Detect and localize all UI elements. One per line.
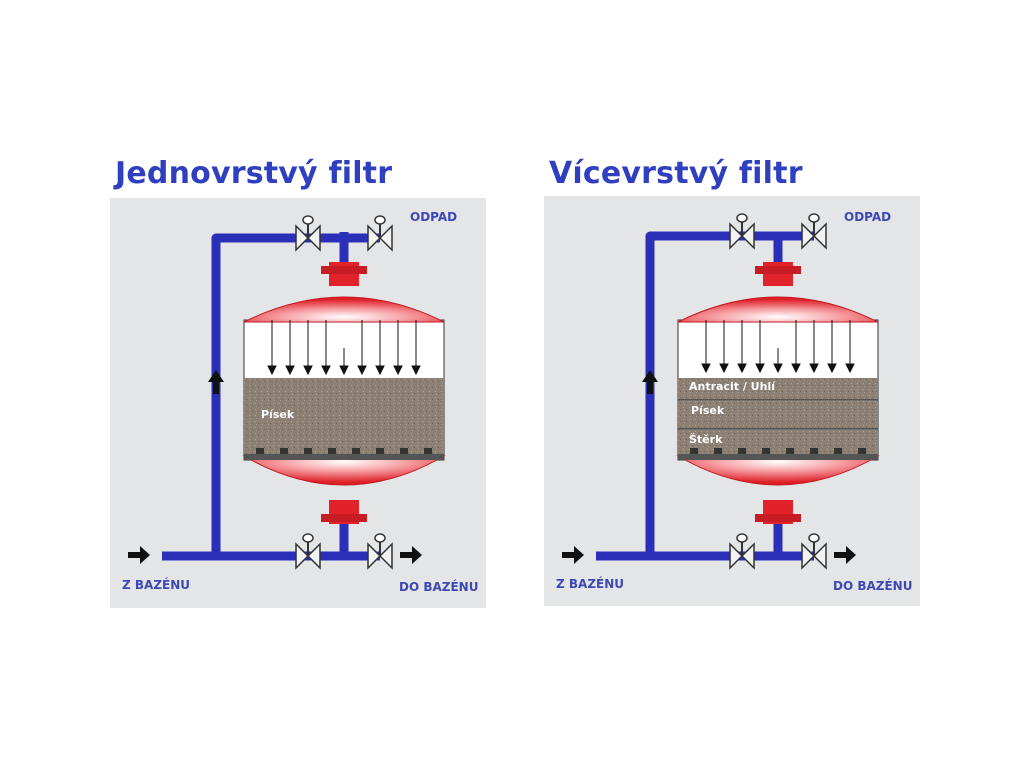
- tank-top-dome: [677, 296, 879, 323]
- sand-layer: [244, 378, 444, 454]
- inflow-arrow-icon: [562, 546, 584, 564]
- anthracite-label: Antracit / Uhlí: [689, 380, 775, 393]
- outflow-arrow-icon: [834, 546, 856, 564]
- do-bazenu-label: DO BAZÉNU: [399, 580, 479, 594]
- tank-top-dome: [243, 296, 445, 323]
- sand-layer: [678, 401, 878, 429]
- up-flow-arrow-icon: [642, 370, 658, 394]
- odpad-label: ODPAD: [844, 210, 892, 224]
- odpad-label: ODPAD: [410, 210, 458, 224]
- do-bazenu-label: DO BAZÉNU: [833, 579, 913, 593]
- single-layer-title: Jednovrstvý filtr: [115, 156, 393, 191]
- gravel-layer: [678, 430, 878, 454]
- tank-bottom-dome: [242, 455, 446, 486]
- sand-label: Písek: [261, 408, 295, 421]
- inflow-arrow-icon: [128, 546, 150, 564]
- anthracite-layer: [678, 378, 878, 400]
- single-layer-filter-diagram: ODPAD Z BAZÉNU DO BAZÉNU Písek: [110, 198, 486, 608]
- gravel-label: Štěrk: [689, 433, 723, 446]
- multi-layer-filter-diagram: ODPAD Z BAZÉNU DO BAZÉNU Antracit / Uhlí…: [544, 196, 920, 606]
- multi-layer-title: Vícevrstvý filtr: [549, 156, 803, 191]
- up-flow-arrow-icon: [208, 370, 224, 394]
- tank-bottom-dome: [676, 455, 880, 486]
- sand-label: Písek: [691, 404, 725, 417]
- z-bazenu-label: Z BAZÉNU: [122, 578, 190, 592]
- outflow-arrow-icon: [400, 546, 422, 564]
- z-bazenu-label: Z BAZÉNU: [556, 577, 624, 591]
